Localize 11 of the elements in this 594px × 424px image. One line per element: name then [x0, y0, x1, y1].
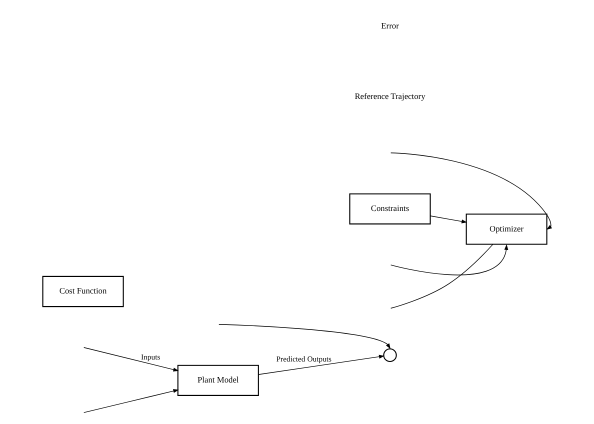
arrow [258, 354, 385, 375]
arrow [84, 347, 179, 372]
arrow [218, 324, 391, 350]
edge-label: Predicted Outputs [276, 354, 332, 364]
edge-label: Inputs [140, 352, 160, 362]
node-circle [383, 348, 397, 362]
arrow [390, 244, 508, 276]
arrow [430, 216, 468, 224]
arrow [84, 389, 179, 413]
connector [390, 244, 494, 309]
arrow [390, 152, 552, 230]
